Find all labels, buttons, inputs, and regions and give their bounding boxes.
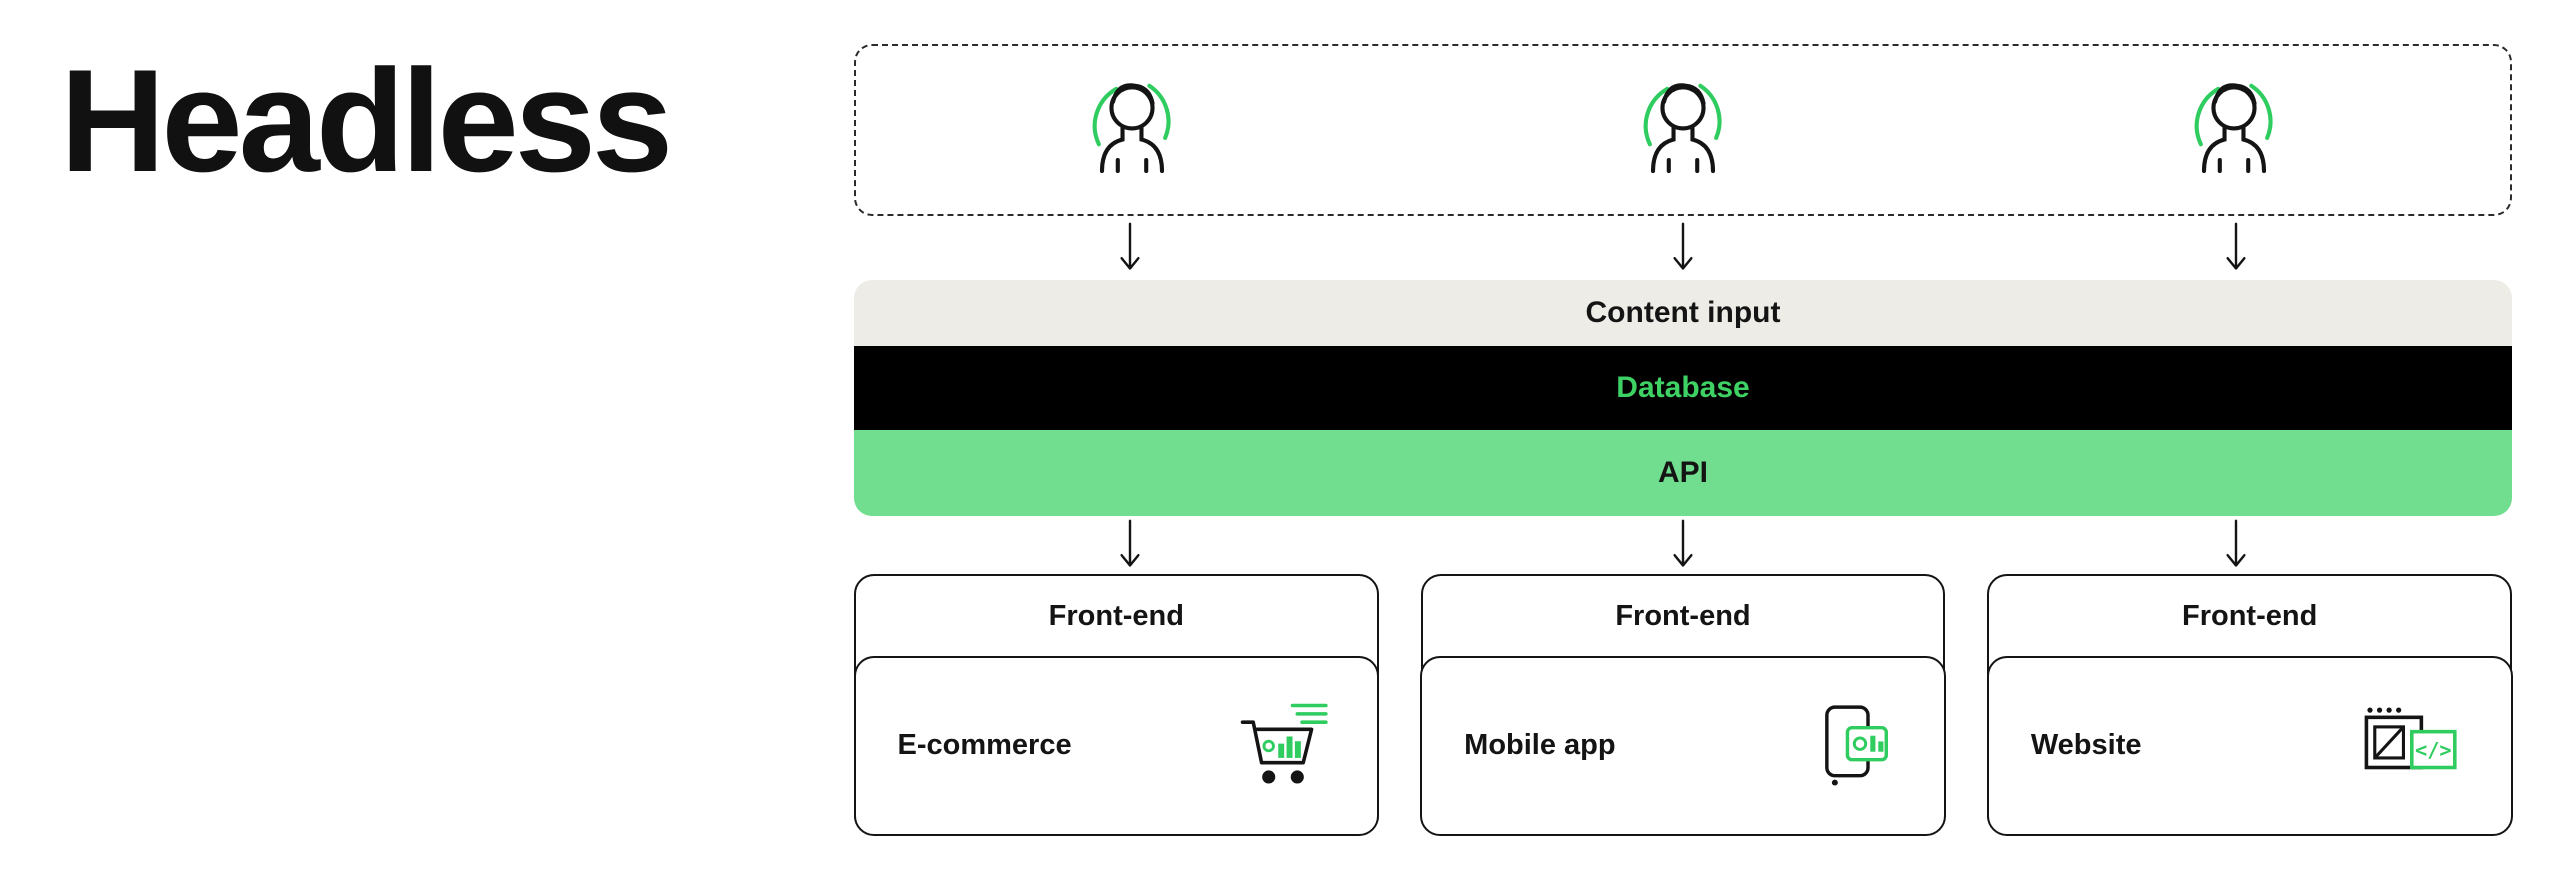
card-header: Front-end <box>1423 576 1944 656</box>
down-arrow-icon <box>1669 519 1697 571</box>
card-mobile-app: Front-end Mobile app <box>1420 574 1946 836</box>
content-input-label: Content input <box>1585 296 1781 329</box>
frontend-label: Front-end <box>2182 599 2318 632</box>
down-arrow-icon <box>1116 222 1144 274</box>
frontend-label: Front-end <box>1048 599 1184 632</box>
website-browser-icon <box>2359 703 2467 789</box>
database-label: Database <box>1616 371 1750 404</box>
headless-architecture-diagram: Content input Database API Front-end E-c… <box>853 44 2513 836</box>
card-body: Website <box>1986 656 2513 836</box>
shopping-cart-icon <box>1233 696 1333 796</box>
user-icon <box>1625 70 1741 190</box>
database-bar: Database <box>854 346 2512 430</box>
card-body: E-commerce <box>853 656 1380 836</box>
card-header: Front-end <box>1989 576 2510 656</box>
mobile-app-icon <box>1804 698 1900 794</box>
user-icon <box>2176 70 2292 190</box>
user-icon <box>1074 70 1190 190</box>
down-arrow-icon <box>1669 222 1697 274</box>
content-input-bar: Content input <box>854 280 2512 346</box>
website-label: Website <box>2030 729 2142 762</box>
down-arrow-icon <box>1116 519 1144 571</box>
card-header: Front-end <box>856 576 1377 656</box>
card-body: Mobile app <box>1420 656 1946 836</box>
page-title: Headless <box>60 39 673 202</box>
frontend-cards: Front-end E-commerce Front-end Mobile ap… <box>853 574 2513 836</box>
arrows-users-to-content <box>854 216 2512 280</box>
ecommerce-label: E-commerce <box>897 729 1072 762</box>
arrows-api-to-frontends <box>854 516 2512 574</box>
down-arrow-icon <box>2222 222 2250 274</box>
card-website: Front-end Website <box>1986 574 2513 836</box>
down-arrow-icon <box>2222 519 2250 571</box>
frontend-label: Front-end <box>1615 599 1751 632</box>
content-editors-box <box>854 44 2512 216</box>
card-ecommerce: Front-end E-commerce <box>853 574 1380 836</box>
mobile-app-label: Mobile app <box>1464 729 1616 762</box>
api-bar: API <box>854 430 2512 516</box>
backend-stack: Content input Database API <box>854 280 2512 516</box>
api-label: API <box>1657 456 1708 489</box>
